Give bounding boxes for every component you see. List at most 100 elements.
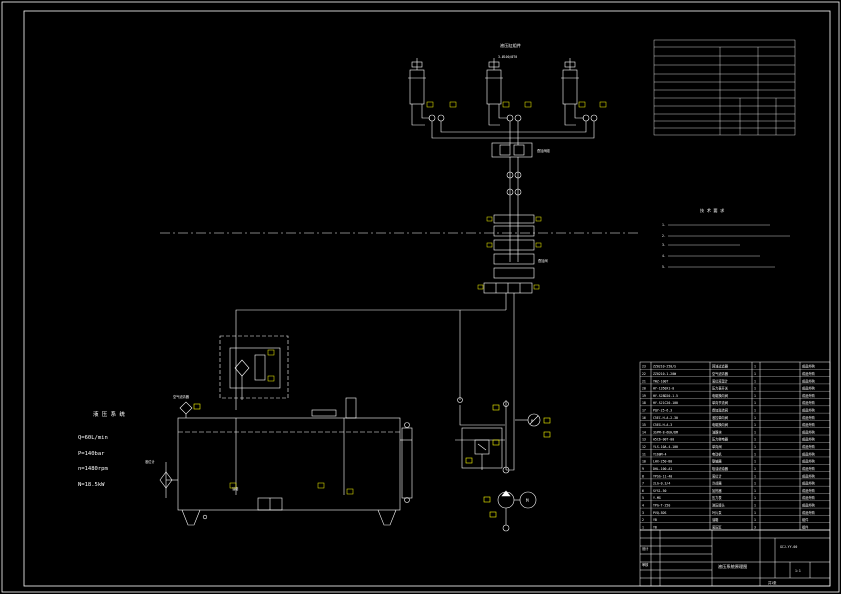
pump-motor [483,490,537,532]
parts-cell-no: 13 [642,438,646,442]
parts-cell-code: ZZ0210-1-20W [653,372,676,376]
valve-stack-label: 叠加阀 [538,258,548,263]
parts-cell-code: HY-SJ1C20-100 [653,401,678,405]
parts-cell-mat: 成品外购 [802,502,815,507]
parts-cell-mat: 成品外购 [802,386,815,391]
parts-cell-qty: 1 [754,452,756,456]
parts-cell-code: YWZ-100T [653,379,668,383]
parts-cell-mat: 成品外购 [802,393,815,398]
parts-cell-qty: 1 [754,365,756,369]
parts-cell-no: 21 [642,379,646,383]
parts-cell-qty: 1 [754,474,756,478]
parts-cell-qty: 1 [754,467,756,471]
parts-cell-qty: 1 [754,387,756,391]
parts-cell-mat: 成品外购 [802,444,815,449]
parts-cell-name: 吸油滤油器 [712,466,729,471]
parts-cell-no: 22 [642,372,646,376]
parts-cell-qty: 1 [754,482,756,486]
parts-cell-qty: 1 [754,379,756,383]
note-5: 5. [662,265,666,269]
parts-cell-name: 电动机 [712,451,722,456]
parts-cell-mat: 成品外购 [802,488,815,493]
parts-cell-code: PVQ-5DS [653,511,667,515]
parts-cell-no: 20 [642,387,646,391]
parts-cell-qty: 1 [754,503,756,507]
parts-cell-no: 11 [642,452,646,456]
note-2: 2. [662,234,666,238]
cylinder-middle [485,58,503,105]
air-filter-label: 空气滤清器 [173,394,190,399]
cylinder-left [408,58,426,105]
parts-cell-no: 19 [642,394,646,398]
top-title: 液压缸组件 [500,42,521,49]
parts-cell-no: 12 [642,445,646,449]
motor-label: M [526,498,529,503]
title-check: 审核 [642,562,649,567]
parts-cell-name: 压力表 [712,495,722,500]
parts-cell-no: 18 [642,401,646,405]
parts-cell-code: YLS-10A-4-100 [653,445,678,449]
parts-cell-qty: 1 [754,445,756,449]
note-1: 1. [662,223,666,227]
parts-cell-name: 液压缸 [712,524,722,529]
parts-cell-code: YPSG-11-40 [653,474,672,478]
parts-cell-code: LHX-250-B0 [653,460,672,464]
tank [177,397,401,526]
parts-cell-mat: 成品外购 [802,437,815,442]
inner-frame [23,10,831,587]
title-design: 设计 [642,546,649,551]
heater-box [219,335,289,400]
drawing-scale: 1:1 [795,569,801,573]
parts-cell-code: Y-MG [653,496,661,500]
parts-cell-name: 空气滤清器 [712,371,729,376]
parts-cell-name: 液位计 [712,473,722,478]
parts-cell-mat: 成品外购 [802,481,815,486]
parts-cell-no: 9 [642,467,644,471]
parts-cell-qty: 3 [754,525,756,529]
parts-cell-qty: 1 [754,372,756,376]
parts-cell-name: 加热器 [712,488,722,493]
parts-cell-name: 液控单向阀 [712,415,728,420]
gauge-label: P [531,419,533,423]
parts-cell-code: YB [653,525,657,529]
valve-stack [483,214,535,310]
parts-cell-mat: 成品外购 [802,459,815,464]
relief-valve [461,427,510,474]
parts-cell-code: A5C6-00T-00 [653,438,674,442]
parts-cell-qty: 1 [754,489,756,493]
parts-cell-name: 测压接头 [712,502,726,507]
parts-cell-no: 7 [642,482,644,486]
parts-cell-code: C5EG-H-A-3 [653,423,672,427]
spec-pressure: P=140bar [78,451,105,457]
valve-tags [477,216,542,290]
cyl-spec-table [653,39,796,136]
parts-cell-code: DHL-100-A1 [653,467,672,471]
parts-cell-name: 联轴器 [712,459,722,464]
parts-cell-code: SYS1-50 [653,489,667,493]
parts-cell-mat: 成品外购 [802,408,815,413]
parts-cell-code: TPG-T-250 [653,503,670,507]
parts-cell-mat: 成品外购 [802,510,815,515]
parts-cell-name: 冷却器 [712,481,722,486]
parts-cell-name: 回油过滤器 [712,364,729,369]
drawing-no: GCJ-YY-00 [780,545,797,549]
parts-cell-no: 23 [642,365,646,369]
parts-cell-name: 单向阀 [712,444,722,449]
level-gauge-label: 液位计 [145,459,155,464]
spec-title: 液 压 系 统 [93,410,125,418]
parts-cell-name: 油箱 [712,517,719,522]
drawing-name: 液压系统原理图 [718,563,747,570]
parts-cell-mat: 成品外购 [802,473,815,478]
parts-cell-mat: 成品外购 [802,415,815,420]
parts-cell-no: 16 [642,416,646,420]
main-lines [235,309,515,471]
parts-cell-no: 5 [642,496,644,500]
parts-cell-code: 2LG-0.3/4 [653,482,670,486]
parts-cell-qty: 1 [754,496,756,500]
parts-cell-no: 14 [642,430,646,434]
parts-cell-mat: 成品外购 [802,371,815,376]
parts-cell-mat: 成品外购 [802,422,815,427]
parts-cell-name: 压力继电器 [712,437,729,442]
parts-cell-qty: 1 [754,438,756,442]
cyl-tags [426,101,607,108]
